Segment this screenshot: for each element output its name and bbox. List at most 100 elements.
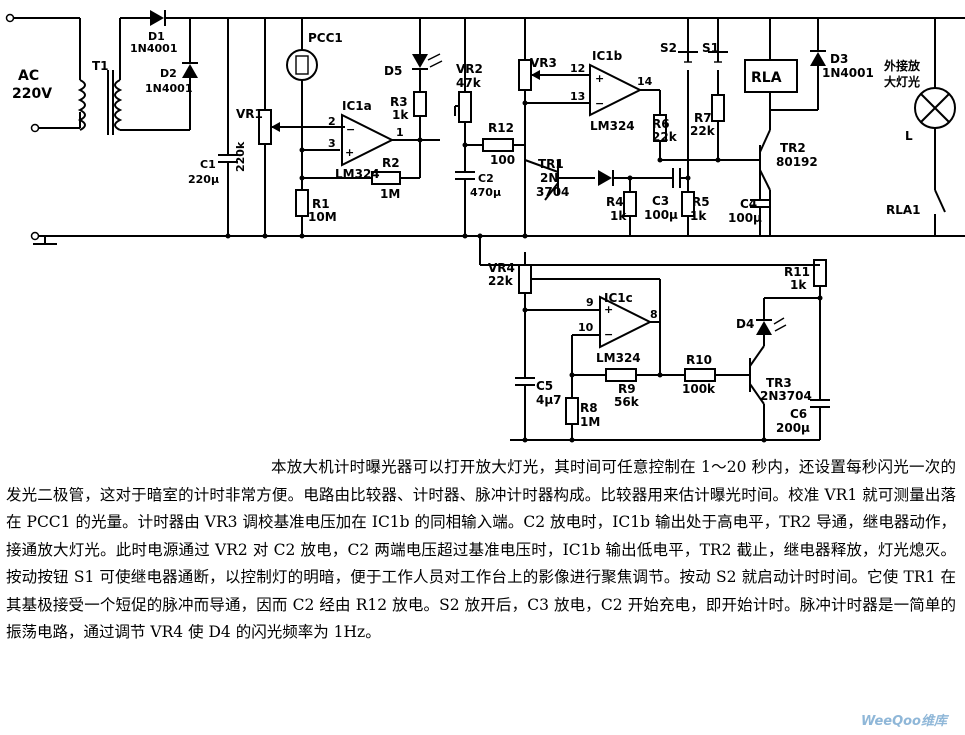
switch-s1: S1	[702, 18, 728, 95]
ic1c-type: LM324	[596, 351, 641, 365]
resistor-r6: R6 22k	[652, 90, 760, 161]
r5-value: 1k	[690, 209, 707, 223]
ic1c-pin8: 8	[650, 308, 658, 321]
d5-label: D5	[384, 64, 402, 78]
ic1c-label: IC1c	[604, 291, 633, 305]
ic1b-pin14: 14	[637, 75, 653, 88]
c2-value: 470μ	[470, 186, 501, 199]
opamp-ic1c: + − IC1c LM324 9 10 8	[525, 291, 661, 398]
circuit-schematic: AC 220V T1 D1 1N4001 D2 1N4001 C1 220	[5, 10, 965, 443]
ic1c-pin10: 10	[578, 321, 594, 334]
capacitor-c4: C4 100μ	[728, 178, 770, 236]
c3-value: 100μ	[644, 208, 678, 222]
d2-label: D2	[160, 67, 177, 80]
diode-d1: D1 1N4001	[120, 10, 965, 55]
resistor-r9: R9 56k	[572, 368, 685, 409]
diode-d3: D3 1N4001	[810, 18, 874, 110]
r8-value: 1M	[580, 415, 600, 429]
ic1a-pin1: 1	[396, 126, 404, 139]
relay-rla: RLA	[744, 18, 818, 130]
capacitor-c6: C6 200μ	[776, 399, 830, 440]
r3-value: 1k	[392, 108, 409, 122]
ac-label: AC	[18, 68, 39, 84]
svg-text:+: +	[604, 303, 613, 316]
r3-label: R3	[390, 95, 408, 109]
c6-label: C6	[790, 407, 807, 421]
c5-label: C5	[536, 379, 553, 393]
ac-voltage-label: 220V	[12, 86, 52, 102]
r6-label: R6	[652, 117, 670, 131]
circuit-description: 本放大机计时曝光器可以打开放大灯光，其时间可任意控制在 1～20 秒内，还设置每…	[6, 454, 956, 647]
r4-label: R4	[606, 195, 624, 209]
t1-label: T1	[92, 59, 109, 73]
r9-value: 56k	[614, 395, 640, 409]
potentiometer-vr4: VR4 22k	[488, 252, 661, 375]
r12-value: 100	[490, 153, 515, 167]
capacitor-c1: C1 220μ	[188, 18, 238, 236]
pcc1-label: PCC1	[308, 31, 343, 45]
d1-type: 1N4001	[130, 42, 177, 55]
r11-value: 1k	[790, 278, 807, 292]
rla-label: RLA	[751, 70, 782, 86]
ext-lamp-label-1: 外接放	[884, 58, 921, 73]
c5-value: 4μ7	[536, 393, 562, 407]
pulse-timer-section: VR4 22k + − IC1c LM324 9 10 8 C5 4μ7	[479, 236, 830, 441]
potentiometer-vr2: VR2 47k	[454, 18, 483, 145]
svg-text:+: +	[345, 146, 354, 159]
diode-d2: D2 1N4001	[145, 18, 198, 95]
resistor-r8: R8 1M	[565, 397, 600, 440]
r10-label: R10	[686, 353, 712, 367]
r10-value: 100k	[682, 382, 716, 396]
diode-tr1-c3	[598, 170, 650, 186]
r9-label: R9	[618, 382, 636, 396]
vr1-label: VR1	[236, 107, 263, 121]
r8-label: R8	[580, 401, 598, 415]
r5-label: R5	[692, 195, 710, 209]
c2-label: C2	[478, 172, 494, 185]
resistor-r1: R1 10M	[295, 150, 337, 236]
s1-label: S1	[702, 41, 719, 55]
c1-label: C1	[200, 158, 216, 171]
resistor-r10: R10 100k	[682, 353, 750, 396]
r7-value: 22k	[690, 124, 716, 138]
led-d5: D5	[384, 18, 443, 78]
vr3-label: VR3	[530, 56, 557, 70]
svg-text:−: −	[604, 328, 613, 341]
r11-label: R11	[784, 265, 810, 279]
ground-icon	[33, 236, 57, 245]
rla1-label: RLA1	[886, 203, 921, 217]
ic1c-pin9: 9	[586, 296, 594, 309]
d3-type: 1N4001	[822, 66, 874, 80]
ic1b-pin12: 12	[570, 62, 585, 75]
opamp-ic1b: + − IC1b LM324 12 13 14	[525, 49, 660, 133]
switch-s2: S2	[660, 18, 698, 150]
r7-label: R7	[694, 111, 712, 125]
resistor-r3: R3 1k	[390, 69, 427, 140]
potentiometer-vr3: VR3	[518, 18, 590, 236]
watermark: WeeQoo维库	[860, 714, 947, 729]
transistor-tr2: TR2 80192	[759, 129, 818, 236]
ic1b-label: IC1b	[592, 49, 623, 63]
tr3-label: TR3	[766, 376, 792, 390]
r1-value: 10M	[308, 210, 337, 224]
tr1-type-1: 2N	[540, 171, 558, 185]
vr2-value: 47k	[456, 76, 482, 90]
tr3-type: 2N3704	[760, 389, 812, 403]
lamp-label: L	[905, 129, 913, 143]
ic1a-pin3: 3	[328, 137, 336, 150]
c4-value: 100μ	[728, 211, 762, 225]
vr4-label: VR4	[488, 261, 515, 275]
r4-value: 1k	[610, 209, 627, 223]
d4-label: D4	[736, 317, 754, 331]
s2-label: S2	[660, 41, 677, 55]
c1-value: 220μ	[188, 173, 219, 186]
tr1-label: TR1	[538, 157, 564, 171]
vr2-label: VR2	[456, 62, 483, 76]
svg-text:−: −	[346, 123, 355, 136]
tr2-label: TR2	[780, 141, 806, 155]
ext-lamp-label-2: 大灯光	[884, 74, 920, 89]
relay-contact-rla1: RLA1	[886, 189, 946, 236]
c3-label: C3	[652, 194, 669, 208]
resistor-r11: R11 1k	[784, 259, 827, 400]
ic1b-type: LM324	[590, 119, 635, 133]
